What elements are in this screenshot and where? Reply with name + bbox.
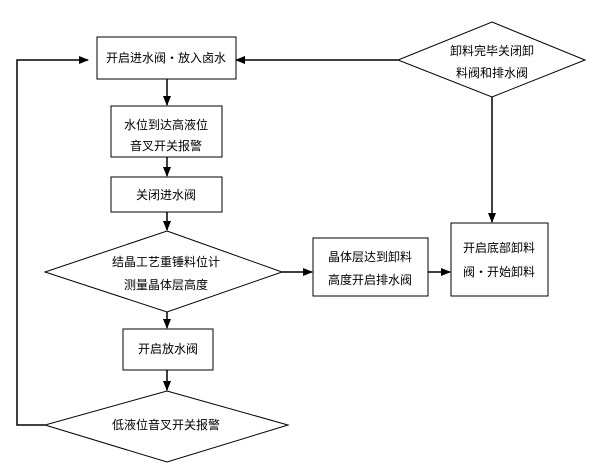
node-high-level: 水位到达高液位 音叉开关报警 (110, 105, 223, 158)
node-start-unload-line-2: 阀・开始卸料 (463, 264, 535, 279)
node-crystal-measure: 结晶工艺重锤料位计 测量晶体层高度 (43, 230, 284, 313)
node-open-inlet-line-1: 开启进水阀・放入卤水 (106, 50, 226, 65)
node-close-inlet-line-1: 关闭进水阀 (136, 188, 196, 202)
node-crystal-measure-line-2: 测量晶体层高度 (124, 277, 208, 292)
edge-low-loop-back (16, 56, 89, 426)
node-open-drain: 开启放水阀 (122, 328, 214, 371)
node-crystal-reached-line-2: 高度开启排水阀 (328, 272, 412, 287)
node-unload-done-line-2: 料阀和排水阀 (456, 66, 528, 80)
node-low-level: 低液位音叉开关报警 (43, 390, 290, 463)
node-start-unload-line-1: 开启底部卸料 (463, 240, 535, 255)
node-low-level-line-1: 低液位音叉开关报警 (112, 417, 220, 432)
node-unload-done: 卸料完毕关闭卸 料阀和排水阀 (396, 21, 587, 98)
node-start-unload: 开启底部卸料 阀・开始卸料 (450, 222, 549, 297)
node-unload-done-line-1: 卸料完毕关闭卸 (450, 43, 534, 58)
node-open-drain-line-1: 开启放水阀 (138, 341, 198, 356)
node-high-level-line-1: 水位到达高液位 (124, 117, 208, 132)
node-crystal-measure-line-1: 结晶工艺重锤料位计 (112, 254, 220, 269)
node-high-level-line-2: 音叉开关报警 (130, 138, 202, 153)
node-close-inlet: 关闭进水阀 (110, 176, 223, 213)
node-open-inlet: 开启进水阀・放入卤水 (96, 36, 237, 80)
node-crystal-reached-line-1: 晶体层达到卸料 (328, 249, 412, 264)
node-crystal-reached: 晶体层达到卸料 高度开启排水阀 (312, 237, 429, 297)
connectors (16, 56, 496, 426)
